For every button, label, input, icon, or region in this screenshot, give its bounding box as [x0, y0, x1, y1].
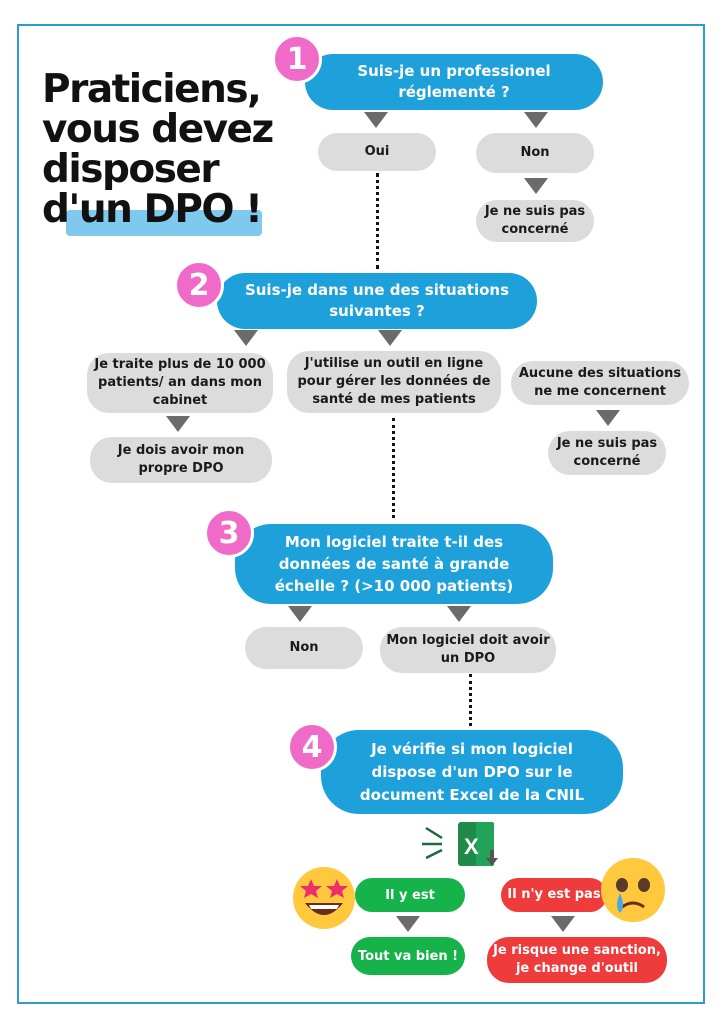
- emoji-face: [601, 858, 665, 922]
- step2-option3: Aucune des situations ne me concernent: [511, 361, 689, 405]
- star-struck-emoji-icon: [293, 867, 355, 929]
- arrow-down: [364, 112, 388, 128]
- emoji-mouth: [621, 901, 645, 909]
- emoji-face: [293, 867, 355, 929]
- step4-question-line1: Je vérifie si mon logiciel: [371, 739, 573, 758]
- step3-question: Mon logiciel traite t-il des données de …: [235, 524, 553, 604]
- arrow-down: [524, 178, 548, 194]
- arrow-down: [288, 606, 312, 622]
- step1-question-line1: Suis-je un professionel: [357, 62, 551, 80]
- found-badge: Il y est: [355, 878, 465, 912]
- step4-question: Je vérifie si mon logiciel dispose d'un …: [321, 730, 623, 814]
- step2-option2-line3: santé de mes patients: [312, 392, 476, 407]
- step2-option3-result-line2: concerné: [573, 454, 641, 469]
- step2-option2-line1: J'utilise un outil en ligne: [304, 356, 484, 371]
- step3-no: Non: [245, 627, 363, 669]
- step2-option2: J'utilise un outil en ligne pour gérer l…: [287, 351, 501, 413]
- title-line-4: d'un DPO !: [42, 187, 263, 232]
- dotted-connector: [469, 674, 472, 726]
- step2-option3-line1: Aucune des situations: [518, 366, 682, 381]
- step3-question-line3: échelle ? (>10 000 patients): [274, 577, 514, 595]
- title-line-1: Praticiens,: [42, 67, 262, 112]
- arrow-down: [166, 416, 190, 432]
- title-line-3: disposer: [42, 147, 220, 192]
- step2-option3-result: Je ne suis pas concerné: [548, 431, 666, 475]
- emoji-teeth: [309, 905, 339, 909]
- step2-option1-line3: cabinet: [152, 393, 208, 408]
- step1-no: Non: [476, 133, 594, 173]
- step2-option1-result-line2: propre DPO: [138, 461, 224, 476]
- step2-option3-result-line1: Je ne suis pas: [556, 436, 658, 451]
- dotted-connector: [376, 173, 379, 269]
- step2-option3-line2: ne me concernent: [534, 384, 666, 399]
- download-arrow-stem: [490, 850, 494, 859]
- step3-question-line2: données de santé à grande: [278, 555, 510, 573]
- step3-question-line1: Mon logiciel traite t-il des: [284, 533, 504, 551]
- step2-option1: Je traite plus de 10 000 patients/ an da…: [87, 353, 273, 413]
- step2-option1-result: Je dois avoir mon propre DPO: [90, 437, 272, 483]
- arrow-down: [378, 330, 402, 346]
- emoji-tear: [617, 893, 623, 913]
- step3-yes: Mon logiciel doit avoir un DPO: [380, 627, 556, 673]
- step2-question-line1: Suis-je dans une des situations: [244, 281, 510, 299]
- step3-number: 3: [204, 508, 254, 558]
- missing-result-line2: je change d'outil: [515, 961, 639, 976]
- step1-number: 1: [272, 34, 322, 84]
- arrow-down: [396, 916, 420, 932]
- emoji-eye: [616, 878, 628, 892]
- step1-yes: Oui: [318, 133, 436, 171]
- missing-result-line1: Je risque une sanction,: [493, 943, 661, 958]
- step2-option1-line1: Je traite plus de 10 000: [94, 357, 266, 372]
- excel-letter: X: [464, 834, 479, 859]
- step2-number: 2: [174, 260, 224, 310]
- step4-question-line2: dispose d'un DPO sur le: [371, 762, 573, 781]
- step3-yes-line1: Mon logiciel doit avoir: [386, 633, 550, 648]
- step1-no-result-line2: concerné: [501, 222, 569, 237]
- found-result: Tout va bien !: [351, 937, 465, 975]
- step2-option1-result-line1: Je dois avoir mon: [117, 443, 245, 458]
- step2-option1-line2: patients/ an dans mon: [98, 375, 262, 390]
- download-arrow: [486, 858, 498, 866]
- star-eye: [300, 879, 322, 898]
- crying-emoji-icon: [601, 858, 665, 922]
- arrow-down: [524, 112, 548, 128]
- page-title: Praticiens, vous devez disposer d'un DPO…: [42, 70, 282, 230]
- dotted-connector: [392, 418, 395, 518]
- sparkle-line: [425, 826, 443, 840]
- arrow-down: [447, 606, 471, 622]
- step4-number: 4: [287, 722, 337, 772]
- step2-option2-line2: pour gérer les données de: [297, 374, 491, 389]
- emoji-eye: [638, 878, 650, 892]
- step1-question: Suis-je un professionel réglementé ?: [305, 54, 603, 110]
- step3-yes-line2: un DPO: [440, 651, 496, 666]
- step1-no-result: Je ne suis pas concerné: [476, 200, 594, 242]
- step1-no-result-line1: Je ne suis pas: [484, 204, 586, 219]
- title-highlight: [66, 210, 262, 236]
- arrow-down: [234, 330, 258, 346]
- missing-result: Je risque une sanction, je change d'outi…: [487, 937, 667, 983]
- missing-badge: Il n'y est pas: [501, 878, 607, 912]
- page-frame: [17, 24, 705, 1004]
- step2-question-line2: suivantes ?: [329, 302, 425, 320]
- arrow-down: [551, 916, 575, 932]
- step4-question-line3: document Excel de la CNIL: [359, 785, 585, 804]
- excel-sheet-panel: [476, 822, 494, 866]
- title-line-2: vous devez: [42, 107, 274, 152]
- arrow-down: [596, 410, 620, 426]
- star-eye: [326, 879, 348, 898]
- sparkle-line: [425, 848, 443, 860]
- step2-question: Suis-je dans une des situations suivante…: [217, 273, 537, 329]
- excel-file-icon: X: [422, 822, 498, 866]
- step1-question-line2: réglementé ?: [398, 83, 510, 101]
